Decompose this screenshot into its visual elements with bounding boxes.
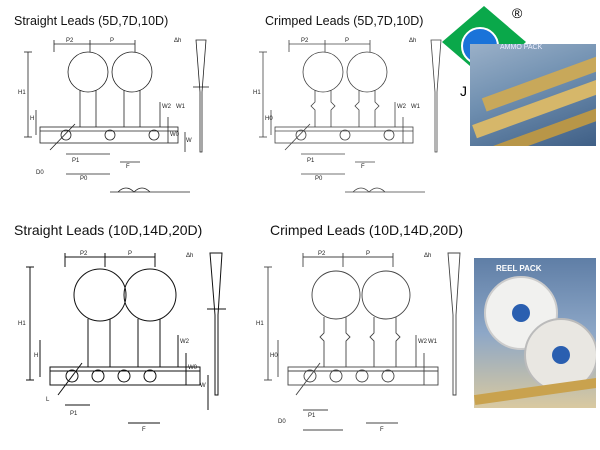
ammo-pack-photo: AMMO PACK [470,44,596,146]
registered-mark: ® [512,5,523,21]
dim-label: F [380,427,384,433]
dim-label: W [200,383,206,389]
reel-hub [512,304,530,322]
dim-label: P1 [307,158,315,164]
dim-label: H1 [256,321,264,327]
reel-pack-label: REEL PACK [496,264,542,273]
dim-label: Δh [409,38,416,44]
reel-disc [484,276,558,350]
diagram-straight-small: P2 P H1 H P1 P0 D0 F W2 W1 W0 W Δh [18,38,209,193]
dim-label: P1 [308,413,316,419]
dim-label: W2 [162,104,172,110]
dim-label: F [361,164,365,170]
ammo-pack-label: AMMO PACK [500,44,543,51]
dim-label: W0 [188,365,198,371]
dim-label: H0 [265,116,273,122]
dim-label: P1 [72,158,80,164]
dim-label: W2 [418,339,428,345]
dim-label: Δh [174,38,181,44]
dim-label: H [30,116,34,122]
dim-label: H1 [253,90,261,96]
diagram-crimped-large: P2 P H1 H0 P1 D0 F W2 W1 Δh [256,251,461,433]
dim-label: F [142,427,146,433]
reel-hub [552,346,570,364]
dim-label: W0 [170,132,180,138]
dim-label: W [186,138,192,144]
dim-label: P [345,38,349,44]
dim-label: H [34,353,38,359]
dim-label: P0 [80,176,88,182]
title-straight-large: Straight Leads (10D,14D,20D) [14,222,203,238]
title-straight-small: Straight Leads (5D,7D,10D) [14,14,169,28]
dim-label: P2 [301,38,309,44]
reel-pack-photo: REEL PACK [474,258,596,408]
dim-label: W1 [176,104,186,110]
dim-label: W1 [428,339,438,345]
dim-label: W2 [180,339,190,345]
dim-label: P [366,251,370,257]
dim-label: F [126,164,130,170]
dim-label: Δh [424,253,431,259]
dim-label: P2 [66,38,74,44]
dim-label: W2 [397,104,407,110]
dim-label: W1 [411,104,421,110]
logo-letter: J [460,83,467,99]
dim-label: D0 [36,170,44,176]
dim-label: H1 [18,321,26,327]
dim-label: Δh [186,253,193,259]
dim-label: H1 [18,90,26,96]
dim-label: P2 [318,251,326,257]
dim-label: H0 [270,353,278,359]
dim-label: P [128,251,132,257]
dim-label: P0 [315,176,323,182]
dim-label: P1 [70,411,78,417]
dim-label: D0 [278,419,286,425]
dim-label: L [46,397,50,403]
title-crimped-large: Crimped Leads (10D,14D,20D) [270,222,463,238]
dim-label: P2 [80,251,88,257]
diagram-straight-large: P2 P H1 H P1 F L W2 W0 W Δh [18,251,226,433]
dim-label: P [110,38,114,44]
diagram-crimped-small: P2 P H1 H0 P1 P0 F W2 W1 Δh [253,38,442,193]
title-crimped-small: Crimped Leads (5D,7D,10D) [265,14,424,28]
